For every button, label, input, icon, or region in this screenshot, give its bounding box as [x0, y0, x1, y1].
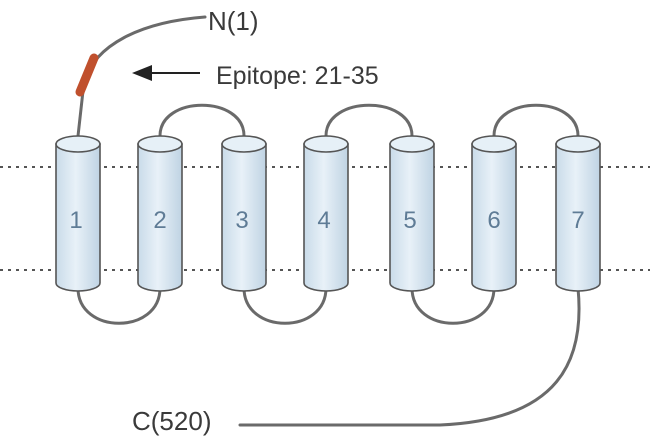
helix-5: 5 [389, 135, 435, 292]
helix-7: 7 [555, 135, 601, 292]
loop-1-2 [76, 286, 162, 325]
c-terminal-chain [238, 286, 581, 427]
helix-4-number: 4 [317, 207, 330, 234]
n-terminus-label: N(1) [208, 6, 259, 36]
helix-2-number: 2 [153, 207, 166, 234]
loop-4-5 [324, 103, 414, 138]
epitope-segment [75, 53, 99, 97]
helix-6-number: 6 [487, 207, 500, 234]
helix-1: 1 [55, 135, 101, 292]
helix-6: 6 [471, 135, 517, 292]
helix-4: 4 [303, 135, 349, 292]
helix-3-number: 3 [235, 207, 248, 234]
helix-7-number: 7 [571, 207, 584, 234]
helix-2: 2 [137, 135, 183, 292]
epitope-label: Epitope: 21-35 [216, 62, 379, 90]
loop-2-3 [158, 103, 246, 138]
loop-5-6 [410, 286, 496, 325]
loop-6-7 [492, 103, 580, 138]
helix-1-number: 1 [69, 207, 82, 234]
left-arrow-icon [132, 65, 200, 81]
c-terminus-label: C(520) [132, 406, 211, 436]
helix-3: 3 [221, 135, 267, 292]
helix-5-number: 5 [403, 207, 416, 234]
loop-3-4 [242, 286, 328, 325]
